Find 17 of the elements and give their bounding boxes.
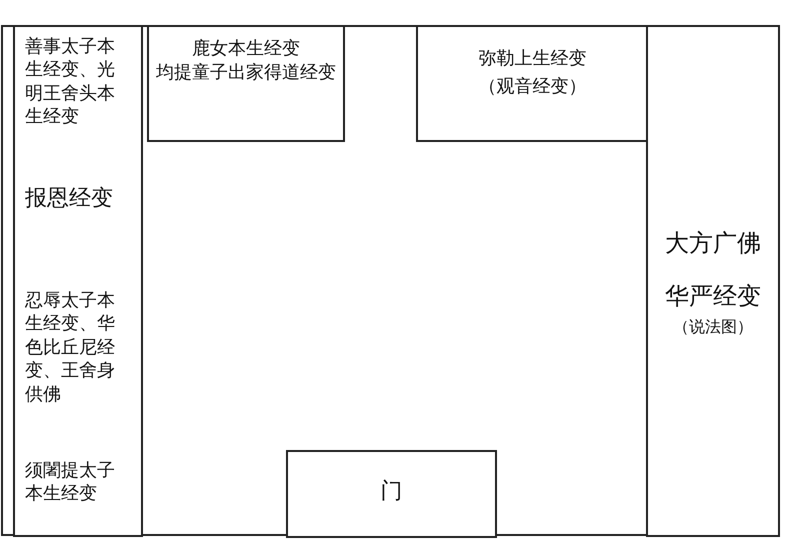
mural-title: （说法图） <box>672 317 754 338</box>
door <box>286 450 497 538</box>
mural-title: 弥勒上生经变 <box>478 47 588 70</box>
mural-title: 门 <box>380 478 404 506</box>
mural-title: 善事太子本生经变、光明王舍头本生经变 <box>25 35 116 129</box>
mural-title: 须闍提太子本生经变 <box>25 459 116 506</box>
mural-title: 均提童子出家得道经变 <box>155 61 337 84</box>
mural-title: 鹿女本生经变 <box>191 37 301 60</box>
room-outline <box>1 25 778 536</box>
mural-panel <box>147 25 345 142</box>
mural-title: 报恩经变 <box>25 185 114 213</box>
mural-title: （观音经变） <box>478 75 588 98</box>
mural-wall-panel <box>13 25 143 537</box>
mural-title: 大方广佛华严经变 <box>664 228 762 312</box>
mural-panel <box>416 25 649 142</box>
mural-wall-panel <box>646 25 780 537</box>
mural-title: 忍辱太子本生经变、华色比丘尼经变、王舍身供佛 <box>25 289 116 406</box>
